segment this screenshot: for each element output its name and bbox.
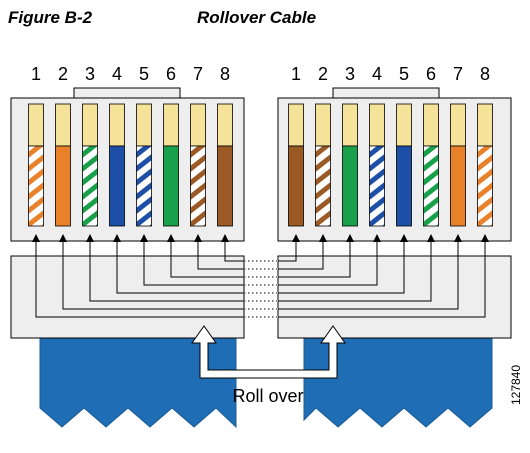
left-pin-number-5: 5: [139, 64, 149, 84]
connector-tab-left: [73, 87, 181, 100]
right-wire-body-7: [450, 145, 466, 227]
left-pin-contact-2: [55, 103, 71, 147]
figure-label: Figure B-2: [8, 8, 93, 27]
right-pin-number-2: 2: [318, 64, 328, 84]
connector-housing-right: [277, 97, 512, 242]
left-wire-8: [217, 103, 233, 227]
left-wire-body-2: [55, 145, 71, 227]
left-pin-contact-1: [28, 103, 44, 147]
right-wire-1: [288, 103, 304, 227]
left-pin-contact-4: [109, 103, 125, 147]
left-pin-number-7: 7: [193, 64, 203, 84]
right-wire-6: [423, 103, 439, 227]
left-pin-number-6: 6: [166, 64, 176, 84]
cable-jacket-right: [303, 335, 493, 428]
right-pin-contact-2: [315, 103, 331, 147]
right-pin-contact-7: [450, 103, 466, 147]
left-wire-2: [55, 103, 71, 227]
left-wire-4: [109, 103, 125, 227]
right-pin-number-7: 7: [453, 64, 463, 84]
right-pin-contact-5: [396, 103, 412, 147]
right-wire-body-3: [342, 145, 358, 227]
right-wire-4: [369, 103, 385, 227]
rollover-connections: [32, 234, 489, 318]
connector-body-right: [277, 255, 512, 339]
left-pin-number-3: 3: [85, 64, 95, 84]
left-pin-number-4: 4: [112, 64, 122, 84]
left-pin-contact-3: [82, 103, 98, 147]
right-pin-number-8: 8: [480, 64, 490, 84]
right-wire-8: [477, 103, 493, 227]
right-pin-contact-6: [423, 103, 439, 147]
left-wire-body-8: [217, 145, 233, 227]
right-pin-number-6: 6: [426, 64, 436, 84]
connector-tab-right: [332, 87, 440, 100]
left-wire-6: [163, 103, 179, 227]
right-wire-body-1: [288, 145, 304, 227]
left-pin-contact-8: [217, 103, 233, 147]
left-wire-body-4: [109, 145, 125, 227]
left-pin-number-8: 8: [220, 64, 230, 84]
right-pin-number-1: 1: [291, 64, 301, 84]
right-pin-number-5: 5: [399, 64, 409, 84]
left-wire-7: [190, 103, 206, 227]
right-wire-body-5: [396, 145, 412, 227]
figure-title: Figure B-2 Rollover Cable: [8, 8, 316, 28]
right-pin-number-4: 4: [372, 64, 382, 84]
left-wire-3: [82, 103, 98, 227]
connection-dots: [244, 260, 278, 318]
left-wire-body-6: [163, 145, 179, 227]
rollover-label: Roll over: [232, 386, 303, 406]
right-wire-3: [342, 103, 358, 227]
connector-body-left: [10, 255, 245, 339]
rollover-callout-outline: [191, 325, 346, 379]
right-pin-contact-8: [477, 103, 493, 147]
left-wire-5: [136, 103, 152, 227]
cable-jacket-left: [39, 335, 237, 429]
right-pin-contact-3: [342, 103, 358, 147]
right-wire-2: [315, 103, 331, 227]
right-pin-number-3: 3: [345, 64, 355, 84]
right-wire-7: [450, 103, 466, 227]
figure-id: 127840: [509, 365, 523, 405]
right-pin-contact-1: [288, 103, 304, 147]
left-pin-contact-6: [163, 103, 179, 147]
left-wire-1: [28, 103, 44, 227]
left-pin-contact-7: [190, 103, 206, 147]
left-pin-number-1: 1: [31, 64, 41, 84]
right-pin-contact-4: [369, 103, 385, 147]
right-wire-5: [396, 103, 412, 227]
figure-caption: Rollover Cable: [197, 8, 317, 27]
left-pin-contact-5: [136, 103, 152, 147]
left-pin-number-2: 2: [58, 64, 68, 84]
connector-housing-left: [10, 97, 245, 242]
